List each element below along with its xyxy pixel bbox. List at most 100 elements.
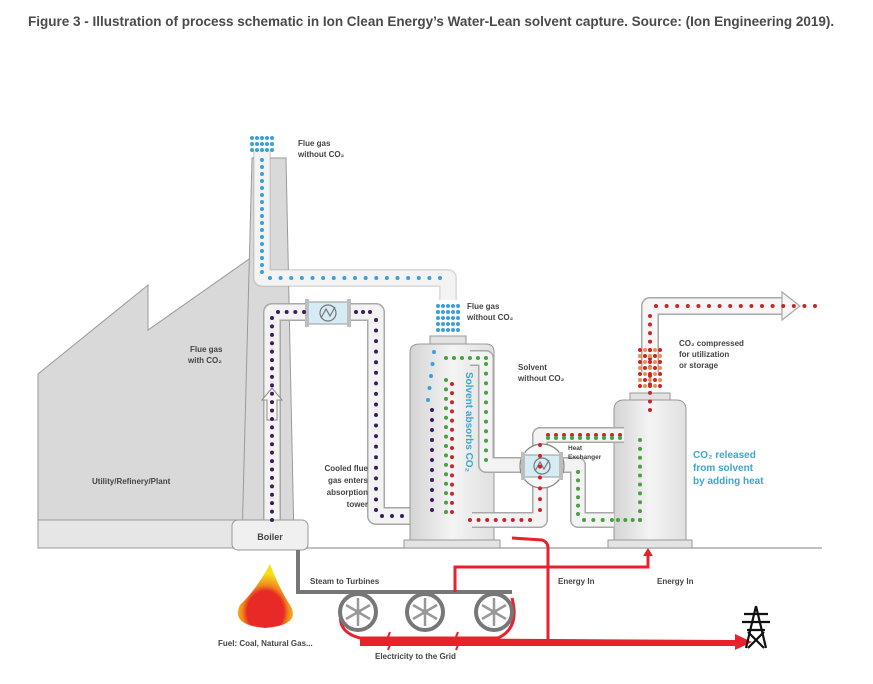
flue-co2-dot: [270, 324, 274, 329]
flue-co2-dot: [374, 444, 378, 449]
label-co2-released: CO₂ released from solvent by adding heat: [693, 450, 764, 487]
flue-co2-dot: [270, 442, 274, 447]
svg-text:without CO₂: without CO₂: [517, 374, 565, 383]
solvent-dot: [546, 436, 550, 440]
clean-gas-dot: [260, 193, 264, 197]
solvent-dot: [484, 371, 488, 376]
label-plant: Utility/Refinery/Plant: [92, 477, 171, 486]
flue-co2-dot: [374, 455, 378, 460]
co2-dot: [643, 378, 647, 382]
solvent-dot: [444, 453, 448, 458]
clean-gas-dot: [342, 276, 347, 280]
svg-text:by adding heat: by adding heat: [693, 476, 764, 487]
co2-dot: [685, 304, 690, 308]
solvent-dot: [600, 518, 605, 522]
co2-dot: [493, 518, 498, 522]
clean-gas-dot: [427, 386, 432, 390]
co2-dot: [578, 433, 582, 437]
flue-co2-dot: [400, 514, 404, 518]
flue-co2-dot: [430, 468, 434, 472]
co2-dot: [450, 446, 454, 450]
clean-gas-dot: [270, 148, 274, 152]
solvent-dot: [484, 356, 488, 360]
flue-co2-dot: [270, 358, 274, 363]
co2-dot: [658, 354, 662, 358]
clean-gas-dot: [441, 328, 445, 332]
solvent-dot: [484, 438, 488, 443]
solvent-dot: [444, 387, 448, 392]
clean-gas-dot: [260, 242, 264, 246]
clean-gas-dot: [255, 136, 259, 140]
co2-dot: [450, 391, 454, 396]
stripper-tower: [607, 392, 693, 549]
clean-gas-dot: [395, 276, 400, 280]
label-heat-exchanger: Heat Exchanger: [568, 445, 602, 461]
clean-gas-dot: [321, 276, 326, 280]
solvent-dot: [638, 455, 642, 460]
clean-gas-dot: [265, 148, 269, 152]
clean-gas-dot: [456, 310, 460, 314]
co2-dot: [450, 427, 454, 432]
solvent-dot: [484, 362, 488, 366]
label-energy-in-2: Energy In: [657, 577, 694, 586]
clean-gas-dot: [265, 136, 269, 140]
svg-text:Exchanger: Exchanger: [568, 454, 602, 461]
co2-dot: [570, 433, 574, 437]
solvent-dot: [444, 434, 448, 439]
co2-dot: [538, 497, 542, 502]
clean-gas-dot: [441, 310, 445, 314]
solvent-dot: [638, 500, 642, 505]
co2-dot: [648, 360, 652, 364]
flue-co2-dot: [430, 478, 434, 482]
co2-dot: [653, 360, 657, 364]
svg-text:CO₂ released: CO₂ released: [693, 450, 756, 461]
solvent-dot: [623, 518, 628, 522]
solvent-dot: [444, 481, 448, 486]
solvent-dot: [484, 419, 488, 424]
steam-line: [296, 550, 512, 594]
flue-co2-dot: [270, 433, 274, 438]
transmission-tower-icon: [742, 605, 770, 649]
clean-gas-dot: [260, 256, 264, 260]
flue-co2-dot: [270, 391, 274, 396]
flue-co2-dot: [270, 518, 274, 522]
clean-gas-dot: [451, 310, 455, 314]
clean-gas-dot: [374, 276, 379, 280]
co2-dot: [653, 348, 657, 352]
co2-dot: [653, 384, 657, 388]
solvent-dot: [460, 356, 464, 360]
label-steam-to-turbines: Steam to Turbines: [310, 577, 380, 586]
co2-dot: [618, 433, 622, 437]
flue-co2-dot: [374, 339, 378, 344]
co2-dot: [648, 390, 652, 395]
co2-dot: [749, 304, 754, 308]
label-stack-clean: Flue gas without CO₂: [297, 139, 345, 159]
co2-dot: [653, 366, 657, 370]
co2-dot: [546, 433, 550, 437]
co2-dot: [610, 433, 614, 437]
clean-gas-dot: [270, 136, 274, 140]
flue-co2-dot: [270, 417, 274, 421]
flue-co2-dot: [374, 497, 378, 502]
co2-dot: [638, 378, 642, 382]
label-flue-gas-with-co2: Flue gas with CO₂: [187, 345, 223, 365]
turbine-icon-2: [405, 592, 445, 632]
co2-dot: [538, 508, 542, 512]
solvent-dot: [484, 400, 488, 405]
solvent-dot: [484, 458, 488, 462]
clean-gas-dot: [441, 304, 445, 308]
solvent-dot: [576, 503, 580, 508]
solvent-dot: [444, 396, 448, 401]
clean-gas-dot: [429, 374, 433, 378]
flue-co2-dot: [374, 328, 378, 333]
solvent-dot: [444, 415, 448, 420]
svg-text:Cooled flue: Cooled flue: [324, 464, 368, 473]
solvent-dot: [444, 356, 448, 360]
co2-dot: [643, 354, 647, 358]
co2-dot: [813, 304, 817, 308]
svg-text:gas enters: gas enters: [328, 476, 369, 485]
co2-dot: [528, 518, 532, 522]
flue-co2-dot: [430, 408, 434, 412]
co2-dot: [643, 348, 647, 352]
energy-in-line-2: [511, 536, 550, 640]
